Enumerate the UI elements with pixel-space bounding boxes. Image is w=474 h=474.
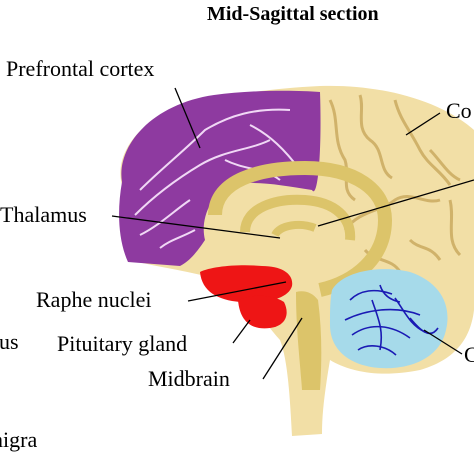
brainstem	[296, 291, 322, 390]
leader-lines	[111, 87, 474, 380]
leader-limbic	[317, 179, 474, 227]
label-pituitary-gland: Pituitary gland	[57, 331, 188, 356]
prefrontal-region	[119, 90, 321, 267]
leader-cortex	[405, 112, 441, 136]
diagram-title: Mid-Sagittal section	[207, 3, 379, 25]
leader-prefrontal	[174, 87, 201, 149]
label-raphe-nuclei: Raphe nuclei	[36, 287, 152, 312]
label-thalamus: Thalamus	[0, 202, 87, 227]
label-substantia-nigra-fragment: nigra	[0, 427, 38, 452]
cortex-sulci	[239, 94, 462, 273]
leader-midbrain	[262, 317, 303, 380]
label-cortex-fragment: Co	[446, 98, 472, 123]
leader-thalamus	[111, 215, 281, 239]
pituitary-region	[238, 295, 287, 329]
leader-pituitary	[232, 319, 251, 344]
limbic-arcs	[208, 160, 393, 297]
cerebellum-folia	[344, 284, 439, 356]
label-prefrontal-cortex: Prefrontal cortex	[6, 56, 155, 81]
leader-cerebellum	[423, 329, 463, 355]
leader-raphe	[187, 281, 287, 302]
label-cerebellum-fragment: C	[464, 342, 474, 367]
label-hippocampus-fragment: pus	[0, 329, 19, 354]
raphe-nuclei-region	[200, 265, 293, 303]
label-midbrain: Midbrain	[148, 366, 230, 391]
